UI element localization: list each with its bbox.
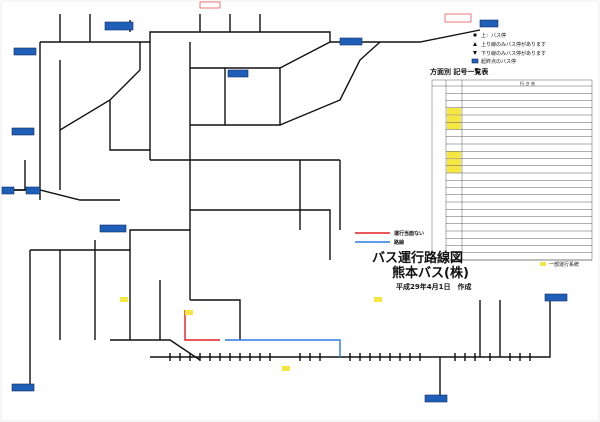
route-table-highlight — [447, 115, 461, 122]
terminal-north-east — [479, 19, 499, 28]
route-table-col-header: 行 き 先 — [520, 80, 535, 87]
terminal-west-top — [13, 47, 37, 56]
bottom-tick-marks — [169, 353, 531, 361]
line-legend-blue: 路線 — [394, 239, 404, 246]
map-title: バス運行路線図 — [372, 250, 463, 266]
red-frame-top — [199, 1, 221, 9]
legend-item-down: 下り線のみバス停があります — [473, 50, 546, 57]
route-table: 方面別 記号一覧表 行 き 先 一部運行系統 — [430, 67, 593, 268]
terminal-south-left — [11, 383, 35, 392]
box-legend-label: 一部運行系統 — [549, 261, 579, 268]
legend-item-up: 上り線のみバス停があります — [473, 41, 546, 48]
route-table-heading: 方面別 記号一覧表 — [430, 67, 489, 76]
route-table-highlight — [447, 108, 461, 115]
terminal-west-mid — [11, 127, 35, 136]
terminal-bottom — [424, 394, 448, 403]
yellow-tag-4 — [374, 297, 382, 302]
line-legend-red: 運行当面ない — [394, 230, 424, 237]
route-table-rows — [446, 93, 592, 261]
terminal-south-mid — [99, 224, 127, 233]
terminal-west-left — [1, 186, 15, 195]
title-block: バス運行路線図 熊本バス(株) 平成29年4月1日 作成 — [372, 250, 471, 291]
terminal-boxes — [1, 1, 568, 403]
route-table-highlight — [447, 151, 461, 159]
terminal-center — [227, 69, 249, 78]
yellow-tag-1 — [120, 297, 128, 302]
terminal-far-east — [544, 293, 568, 302]
legend-label-1: 上り線のみバス停があります — [481, 41, 546, 48]
yellow-tags — [120, 297, 382, 371]
line-legend: 運行当面ない 路線 — [355, 230, 424, 246]
terminal-north — [104, 21, 134, 31]
box-legend-swatch — [540, 262, 546, 266]
route-table-highlight — [447, 158, 461, 166]
creation-date: 平成29年4月1日 作成 — [396, 282, 471, 291]
route-table-highlight — [447, 122, 461, 130]
yellow-tag-2 — [185, 310, 193, 315]
legend-label-0: 上：バス停 — [481, 32, 506, 39]
terminal-west-right — [25, 186, 41, 195]
red-frame-box — [444, 13, 472, 23]
legend-panel: 上：バス停 上り線のみバス停があります 下り線のみバス停があります 起終点のバス… — [471, 32, 546, 65]
route-table-highlight — [447, 166, 461, 173]
legend-item-terminal: 起終点のバス停 — [471, 58, 516, 65]
legend-label-3: 起終点のバス停 — [481, 58, 516, 65]
company-name: 熊本バス(株) — [392, 265, 469, 281]
legend-label-2: 下り線のみバス停があります — [481, 50, 546, 57]
terminal-east — [339, 37, 363, 46]
yellow-tag-3 — [282, 366, 290, 371]
legend-item-stop: 上：バス停 — [473, 32, 506, 39]
